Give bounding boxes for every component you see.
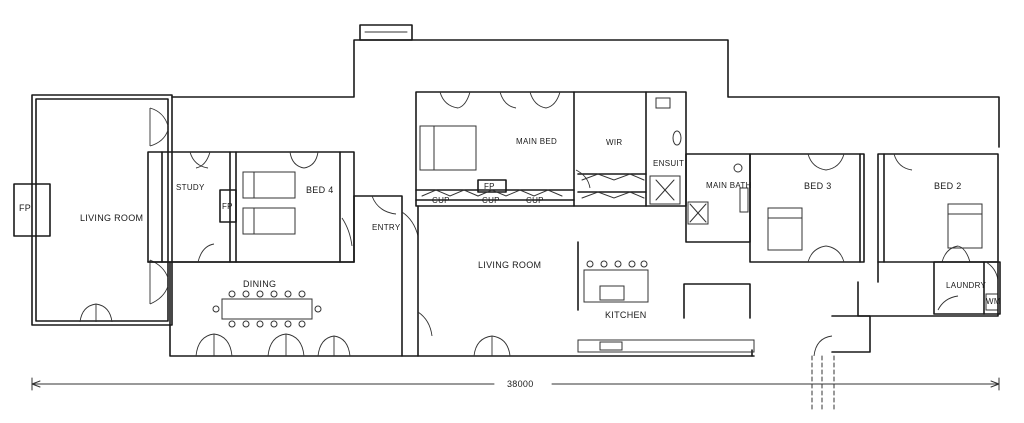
cup3-label: CUP: [526, 196, 544, 205]
cup1-label: CUP: [432, 196, 450, 205]
fp-study-label: FP: [222, 202, 233, 211]
cup2-label: CUP: [482, 196, 500, 205]
entry-label: ENTRY: [372, 223, 401, 232]
wm-label: WM: [986, 297, 1001, 306]
kitchen-label: KITCHEN: [605, 310, 647, 320]
study-bed4-block: [147, 151, 355, 263]
overall-dimension-label: 38000: [507, 379, 534, 389]
laundry-room: [933, 261, 1001, 315]
dining-label: DINING: [243, 279, 276, 289]
fp-left-label: FP: [19, 203, 31, 213]
bed3-room: [749, 153, 865, 263]
bed4-label: BED 4: [306, 185, 334, 195]
main-bed-label: MAIN BED: [516, 137, 557, 146]
living-room-left-label: LIVING ROOM: [80, 213, 143, 223]
entry-hall: [353, 195, 419, 357]
dining-room: [169, 261, 419, 357]
living-room-left-doors: [79, 107, 169, 323]
study-label: STUDY: [176, 183, 205, 192]
roof-outline: [171, 24, 1000, 148]
wir-label: WIR: [606, 138, 622, 147]
ensuit-label: ENSUIT: [653, 159, 684, 168]
fp-main-label: FP: [484, 182, 495, 191]
living-room-center-label: LIVING ROOM: [478, 260, 541, 270]
dimension-line: [31, 377, 1000, 391]
living-kitchen: [417, 205, 755, 357]
main-bath: [685, 153, 751, 243]
bed3-label: BED 3: [804, 181, 832, 191]
main-bedroom-wing: [415, 91, 687, 207]
main-bath-label: MAIN BATH: [706, 181, 752, 190]
laundry-label: LAUNDRY: [946, 281, 987, 290]
living-room-left: [13, 94, 173, 326]
bed2-label: BED 2: [934, 181, 962, 191]
